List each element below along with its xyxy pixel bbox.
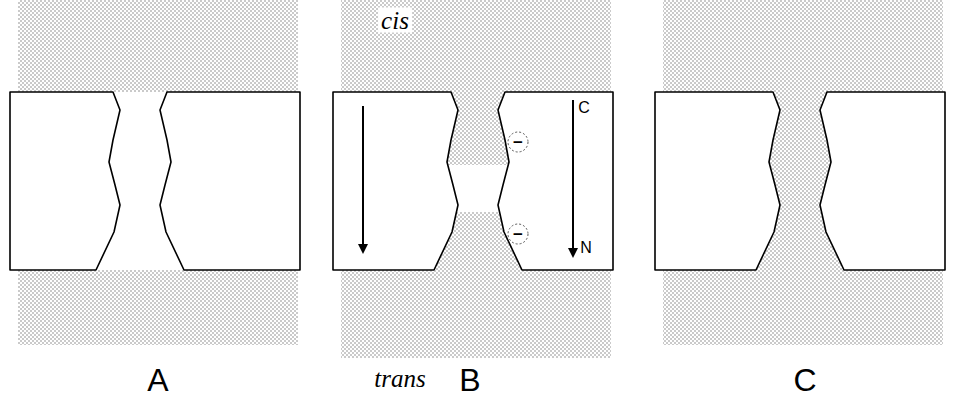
panel-label: C [793, 364, 816, 396]
terminus-label: C [578, 100, 590, 116]
pore-wall [820, 92, 945, 270]
charge-sign: − [513, 226, 523, 243]
pore-wall [333, 92, 458, 270]
charge-circle [508, 224, 528, 244]
charge-circle [508, 132, 528, 152]
panel-label: B [459, 364, 480, 396]
charge-sign: − [513, 134, 523, 151]
solution-region [18, 270, 298, 345]
solution-region [18, 0, 298, 92]
pore-wall [655, 92, 780, 270]
panel-label: A [147, 364, 168, 396]
side-label: cis [378, 8, 412, 33]
pore-wall [498, 92, 613, 270]
side-label: trans [371, 366, 428, 391]
pore-wall [160, 92, 300, 270]
terminus-label: N [580, 240, 592, 256]
direction-arrow [572, 100, 574, 256]
pore-wall [10, 92, 120, 270]
direction-arrow [362, 106, 364, 252]
